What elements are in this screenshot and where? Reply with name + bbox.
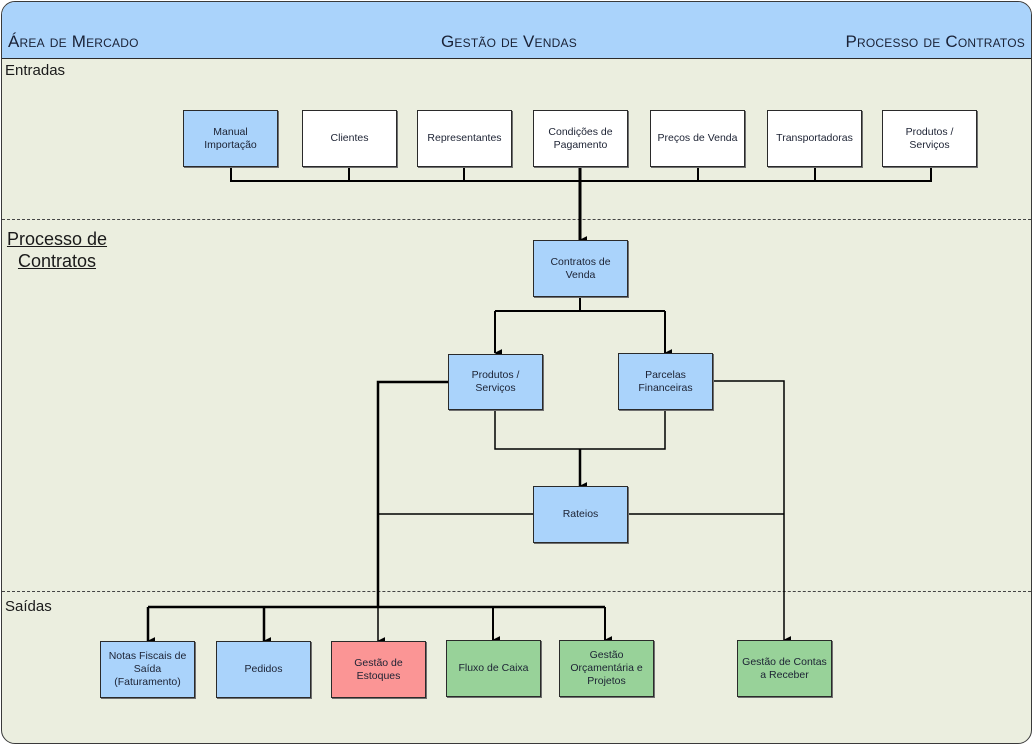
input-node-clients[interactable]: Clientes xyxy=(302,110,397,167)
process-node-products[interactable]: Produtos / Serviços xyxy=(448,354,543,410)
header-module: Gestão de Vendas xyxy=(441,32,577,51)
header-area: Área de Mercado xyxy=(8,32,139,51)
input-node-carriers[interactable]: Transportadoras xyxy=(767,110,862,167)
process-node-allocation[interactable]: Rateios xyxy=(533,486,628,543)
connector-installments-right-trunk xyxy=(712,380,792,644)
process-node-installments[interactable]: Parcelas Financeiras xyxy=(618,353,713,410)
input-node-representatives[interactable]: Representantes xyxy=(417,110,512,167)
divider-inputs-process xyxy=(2,219,1031,220)
process-node-contracts[interactable]: Contratos de Venda xyxy=(533,240,628,297)
section-outputs-label: Saídas xyxy=(5,598,52,615)
connector-merge-rateios xyxy=(494,409,666,450)
input-node-manual-import[interactable]: Manual Importação xyxy=(183,110,278,167)
output-node-inventory[interactable]: Gestão de Estoques xyxy=(331,641,426,698)
output-node-cash-flow[interactable]: Fluxo de Caixa xyxy=(446,640,541,697)
section-process-line1: Processo de xyxy=(6,229,108,249)
connector-products-left-trunk xyxy=(376,380,448,606)
input-node-sale-prices[interactable]: Preços de Venda xyxy=(650,110,745,167)
section-inputs-label: Entradas xyxy=(5,62,66,79)
header-band: Área de Mercado Gestão de Vendas Process… xyxy=(2,2,1031,59)
output-node-orders[interactable]: Pedidos xyxy=(216,641,311,698)
input-node-products-services[interactable]: Produtos / Serviços xyxy=(882,110,977,167)
header-process: Processo de Contratos xyxy=(845,32,1025,51)
output-node-receivables[interactable]: Gestão de Contas a Receber xyxy=(737,640,832,697)
output-node-invoices[interactable]: Notas Fiscais de Saída (Faturamento) xyxy=(100,641,195,698)
divider-process-outputs xyxy=(2,591,1031,592)
section-process-title: Processo de Contratos xyxy=(3,228,111,272)
output-node-budget-projects[interactable]: Gestão Orçamentária e Projetos xyxy=(559,640,654,697)
input-node-payment-terms[interactable]: Condições de Pagamento xyxy=(533,110,628,167)
section-process-line2: Contratos xyxy=(17,251,97,271)
